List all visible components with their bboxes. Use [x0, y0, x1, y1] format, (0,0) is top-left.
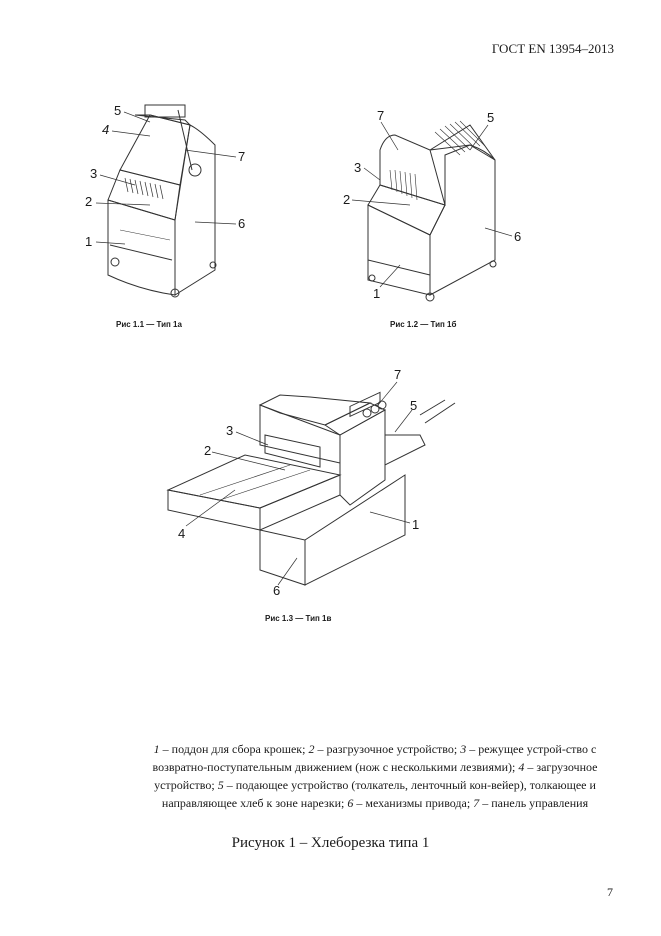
figure-title: Рисунок 1 – Хлеборезка типа 1	[231, 835, 430, 851]
callout-6: 6	[514, 229, 522, 244]
callout-2: 2	[85, 194, 93, 209]
legend-num-1: 1	[153, 742, 160, 756]
callout-7: 7	[377, 108, 385, 123]
figure-1-3-drawing	[160, 375, 460, 595]
callout-4: 4	[178, 526, 186, 541]
legend-text-1: – поддон для сбора крошек;	[159, 742, 309, 756]
callout-1: 1	[85, 234, 93, 249]
callout-5: 5	[487, 110, 495, 125]
figure-1-3-caption: Рис 1.3 — Тип 1в	[265, 614, 332, 623]
callout-5: 5	[114, 103, 122, 118]
legend-num-2: 2	[308, 742, 315, 756]
figure-1-2-caption: Рис 1.2 — Тип 1б	[390, 320, 457, 329]
figure-legend: 1 – поддон для сбора крошек; 2 – разгруз…	[140, 740, 610, 812]
legend-text-6: – механизмы привода;	[353, 796, 474, 810]
callout-2: 2	[204, 443, 212, 458]
legend-num-5: 5	[217, 778, 224, 792]
legend-text-7: – панель управления	[479, 796, 589, 810]
callout-6: 6	[238, 216, 246, 231]
figure-1-2-drawing	[360, 110, 530, 310]
callout-3: 3	[354, 160, 362, 175]
legend-num-4: 4	[518, 760, 525, 774]
figure-1-1-drawing	[80, 100, 260, 310]
legend-num-6: 6	[347, 796, 354, 810]
callout-7: 7	[394, 367, 402, 382]
callout-1: 1	[373, 286, 381, 301]
legend-text-5: – подающее устройство (толкатель, ленточ…	[161, 778, 596, 810]
legend-text-3: – режущее устрой-ство с возвратно-поступ…	[152, 742, 597, 774]
callout-2: 2	[343, 192, 351, 207]
callout-1: 1	[412, 517, 420, 532]
callout-3: 3	[90, 166, 98, 181]
callout-4: 4	[102, 122, 110, 137]
legend-text-2: – разгрузочное устройство;	[314, 742, 461, 756]
callout-3: 3	[226, 423, 234, 438]
callout-5: 5	[410, 398, 418, 413]
figure-1-1-caption: Рис 1.1 — Тип 1а	[116, 320, 182, 329]
page-number: 7	[607, 885, 613, 899]
legend-text-4: – загрузочное устройство;	[154, 760, 598, 792]
legend-num-7: 7	[473, 796, 480, 810]
document-header: ГОСТ EN 13954–2013	[491, 41, 614, 56]
legend-num-3: 3	[460, 742, 467, 756]
callout-7: 7	[238, 149, 246, 164]
callout-6: 6	[273, 583, 281, 598]
